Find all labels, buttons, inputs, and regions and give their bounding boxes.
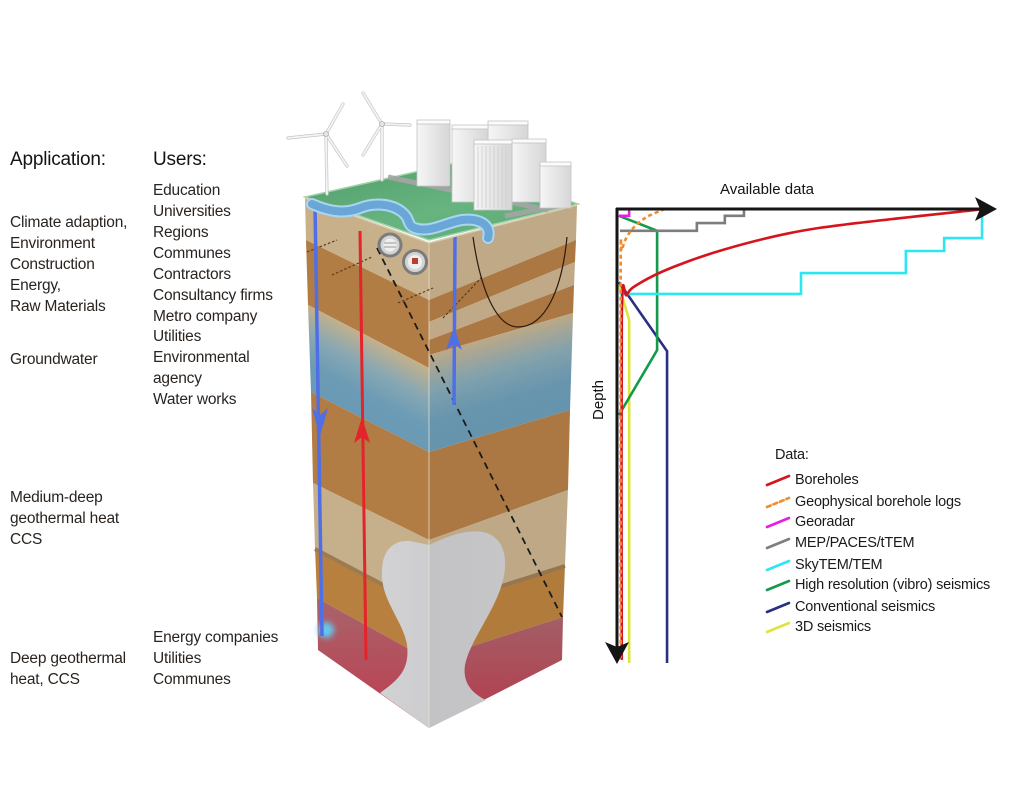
application-line: heat, CCS [10,671,80,688]
series-line-high-resolution-vibro-seismics [617,214,659,416]
arrow-down-icon [312,408,328,436]
legend-swatch-high-resolution-vibro-seismics [765,579,791,592]
legend-swatch-geophysical-borehole-logs [765,496,791,509]
x-axis-label: Available data [720,181,814,198]
layer-limestone [315,548,429,660]
legend-item-geophysical-borehole-logs: Geophysical borehole logs [795,494,961,510]
legend-item-skytem-tem: SkyTEM/TEM [795,557,883,573]
legend-item-high-resolution-seismics: High resolution (vibro) seismics [795,577,991,593]
legend-item-conventional-seismics: Conventional seismics [795,599,936,615]
legend-item-georadar: Georadar [795,514,855,530]
arrow-up-icon [446,327,462,350]
application-line: Deep geothermal [10,650,126,667]
layer-clay-stripe [429,240,576,322]
layer-sand-upper [429,205,577,300]
legend-swatch-skytem-tem [765,559,791,572]
y-axis-arrowhead [605,642,629,664]
layer-clay-upper [306,240,429,368]
river [308,200,493,242]
series-line-georadar [618,209,631,218]
user-line: Communes [153,671,231,688]
user-line: Education [153,182,221,199]
x-axis-arrowhead [975,197,997,221]
user-line: Energy companies [153,629,279,646]
metro-tunnel-icon [377,232,403,258]
block-right-face [428,205,577,728]
application-line: Climate adaption, [10,214,128,231]
application-line: CCS [10,531,43,548]
cold-well-right [452,235,457,406]
users-header: Users: [153,149,207,170]
legend-item-3d-seismics: 3D seismics [795,619,871,635]
legend-item-boreholes: Boreholes [795,472,859,488]
user-line: Regions [153,224,209,241]
arrow-up-icon [354,417,370,443]
user-line: Universities [153,203,231,220]
city-buildings-icon [416,119,572,211]
applications-header: Application: [10,149,106,170]
building [539,161,572,209]
series-line-conventional-seismics [617,281,669,663]
legend-title: Data: [775,447,809,463]
user-line: Metro company [153,308,258,325]
user-line: Communes [153,245,231,262]
fault-line [397,287,434,304]
fault-line [331,256,373,276]
layer-clay-stripe [429,285,574,355]
layer-sand-upper [305,198,429,300]
legend-swatches [765,474,791,634]
layer-aquifer [429,313,573,452]
building [416,119,451,187]
wind-turbine-icon [286,102,349,196]
user-line: agency [153,370,202,387]
warm-well [358,230,368,661]
application-line: Raw Materials [10,298,106,315]
minor-faults [306,239,483,319]
layer-sand-stripe [429,262,575,340]
user-line: Environmental [153,349,250,366]
metro-tunnel-icon [402,249,428,275]
building-striped [473,139,513,211]
series-line-skytem-tem [619,214,984,296]
series-line-mep-paces-ttem [619,209,746,233]
legend-swatch-boreholes [765,474,791,487]
application-line: Groundwater [10,351,98,368]
y-axis-label: Depth [590,379,607,421]
salt-dome [380,531,506,728]
application-line: Environment [10,235,95,252]
fault-line [306,239,338,253]
user-line: Consultancy firms [153,287,273,304]
legend-swatch-3d-seismics [765,621,791,634]
layer-clay-middle [429,410,570,540]
application-line: Construction [10,256,95,273]
layer-clay-middle [311,392,429,540]
user-line: Contractors [153,266,231,283]
legend-swatch-mep-paces-ttem [765,537,791,550]
legend-item-mep-paces-ttem: MEP/PACES/tTEM [795,535,915,551]
wind-turbine-icon [361,91,412,182]
buried-valley [472,236,568,328]
major-fault-line [376,247,563,618]
legend-swatch-georadar [765,516,791,529]
chart-series [617,207,986,663]
user-line: Utilities [153,328,202,345]
series-line-geophysical-borehole-logs [619,207,666,660]
fault-line [442,276,483,319]
application-line: Energy, [10,277,61,294]
layer-aquifer [308,305,429,452]
legend-swatch-conventional-seismics [765,601,791,614]
user-line: Water works [153,391,237,408]
block-left-face [305,198,430,728]
user-line: Utilities [153,650,202,667]
application-line: Medium-deep [10,489,103,506]
application-line: geothermal heat [10,510,120,527]
